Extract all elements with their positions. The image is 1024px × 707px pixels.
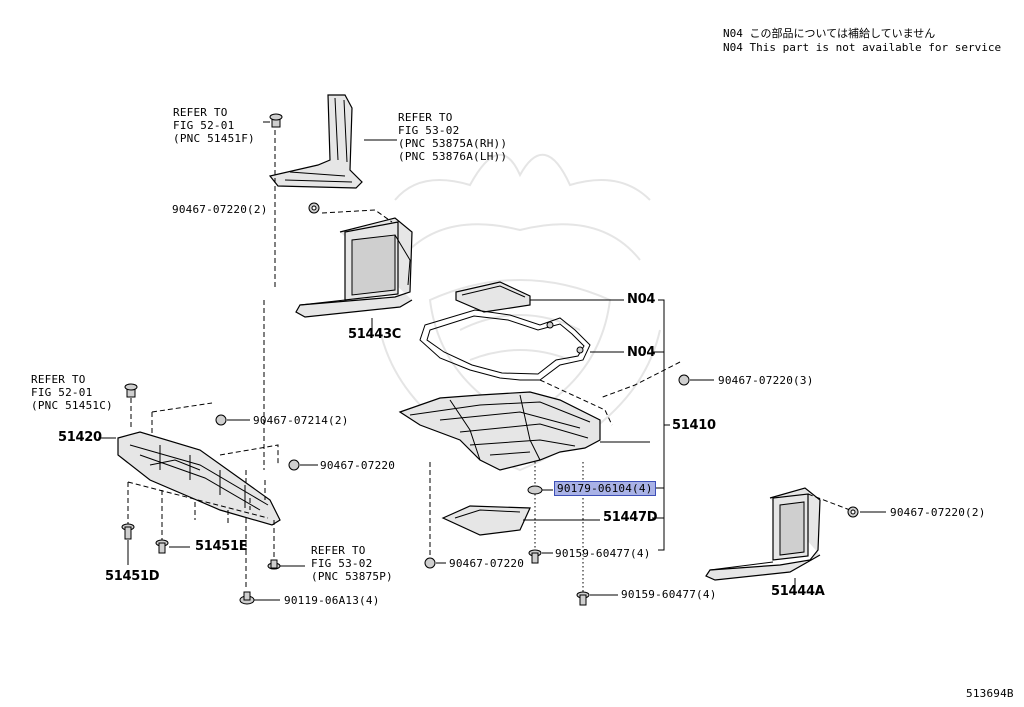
callout-90159-60477-4-b[interactable]: 90159-60477(4) xyxy=(621,588,717,601)
figure-id: 513694B xyxy=(966,687,1014,700)
callout-refer-53-02-bottom[interactable]: REFER TO FIG 53-02 (PNC 53875P) xyxy=(311,544,393,583)
nut-icon-90179-06104 xyxy=(527,485,543,495)
callout-90467-07220-bottom[interactable]: 90467-07220 xyxy=(449,557,525,570)
clip-icon-90467-07220 xyxy=(308,202,320,214)
bolt-icon-90467-07220-mid xyxy=(288,459,300,471)
callout-90467-07220-2-right[interactable]: 90467-07220(2) xyxy=(890,506,986,519)
callout-refer-53-02-top[interactable]: REFER TO FIG 53-02 (PNC 53875A(RH)) (PNC… xyxy=(398,111,508,163)
clip-icon-51451c xyxy=(124,383,138,398)
note-jp: N04 この部品については補給していません xyxy=(723,27,936,40)
watermark-emblem xyxy=(379,154,661,472)
part-label-51451e[interactable]: 51451E xyxy=(195,539,248,554)
fender-liner-fragment xyxy=(268,94,363,189)
callout-90179-06104-4[interactable]: 90179-06104(4) xyxy=(554,481,656,496)
part-label-51444a[interactable]: 51444A xyxy=(771,584,825,599)
part-label-51420[interactable]: 51420 xyxy=(58,430,102,445)
callout-90467-07220-2-top[interactable]: 90467-07220(2) xyxy=(172,203,268,216)
bolt-icon-90159-60477-b xyxy=(576,591,590,606)
panel-n04-upper xyxy=(455,281,531,313)
front-cover-51420 xyxy=(117,431,281,526)
callout-refer-52-01-left[interactable]: REFER TO FIG 52-01 (PNC 51451C) xyxy=(31,373,113,412)
callout-refer-52-01-top[interactable]: REFER TO FIG 52-01 (PNC 51451F) xyxy=(173,106,255,145)
part-label-51451d[interactable]: 51451D xyxy=(105,569,160,584)
bolt-icon-90467-07220-3 xyxy=(678,374,690,386)
callout-90467-07220-mid[interactable]: 90467-07220 xyxy=(320,459,396,472)
engine-under-cover-51410 xyxy=(398,391,601,471)
bolt-icon-51451d xyxy=(121,523,135,540)
bolt-icon-51451e xyxy=(155,539,169,554)
panel-n04-lower xyxy=(419,309,591,381)
part-label-n04-upper[interactable]: N04 xyxy=(627,292,656,307)
bolt-icon-90467-07220-2-right xyxy=(847,506,859,518)
part-label-51443c[interactable]: 51443C xyxy=(348,327,401,342)
clip-icon-53875p xyxy=(267,559,281,570)
part-label-n04-lower[interactable]: N04 xyxy=(627,345,656,360)
part-label-51447d[interactable]: 51447D xyxy=(603,510,658,525)
bolt-icon-90467-07214 xyxy=(215,414,227,426)
highlighted-part-number[interactable]: 90179-06104(4) xyxy=(554,481,656,496)
bolt-icon-90119-06a13 xyxy=(239,591,255,605)
part-label-51410[interactable]: 51410 xyxy=(672,418,716,433)
note-en: N04 This part is not available for servi… xyxy=(723,41,1002,54)
bracket-51443c-drawing xyxy=(295,217,413,318)
clip-icon xyxy=(269,113,283,128)
bolt-icon-90467-07220-bottom xyxy=(424,557,436,569)
plate-51447d xyxy=(441,505,531,536)
callout-90119-06a13-4[interactable]: 90119-06A13(4) xyxy=(284,594,380,607)
bolt-icon-90159-60477-a xyxy=(528,549,542,564)
callout-90467-07220-3[interactable]: 90467-07220(3) xyxy=(718,374,814,387)
callout-90467-07214-2[interactable]: 90467-07214(2) xyxy=(253,414,349,427)
callout-90159-60477-4-a[interactable]: 90159-60477(4) xyxy=(555,547,651,560)
bracket-51444a xyxy=(705,487,821,581)
